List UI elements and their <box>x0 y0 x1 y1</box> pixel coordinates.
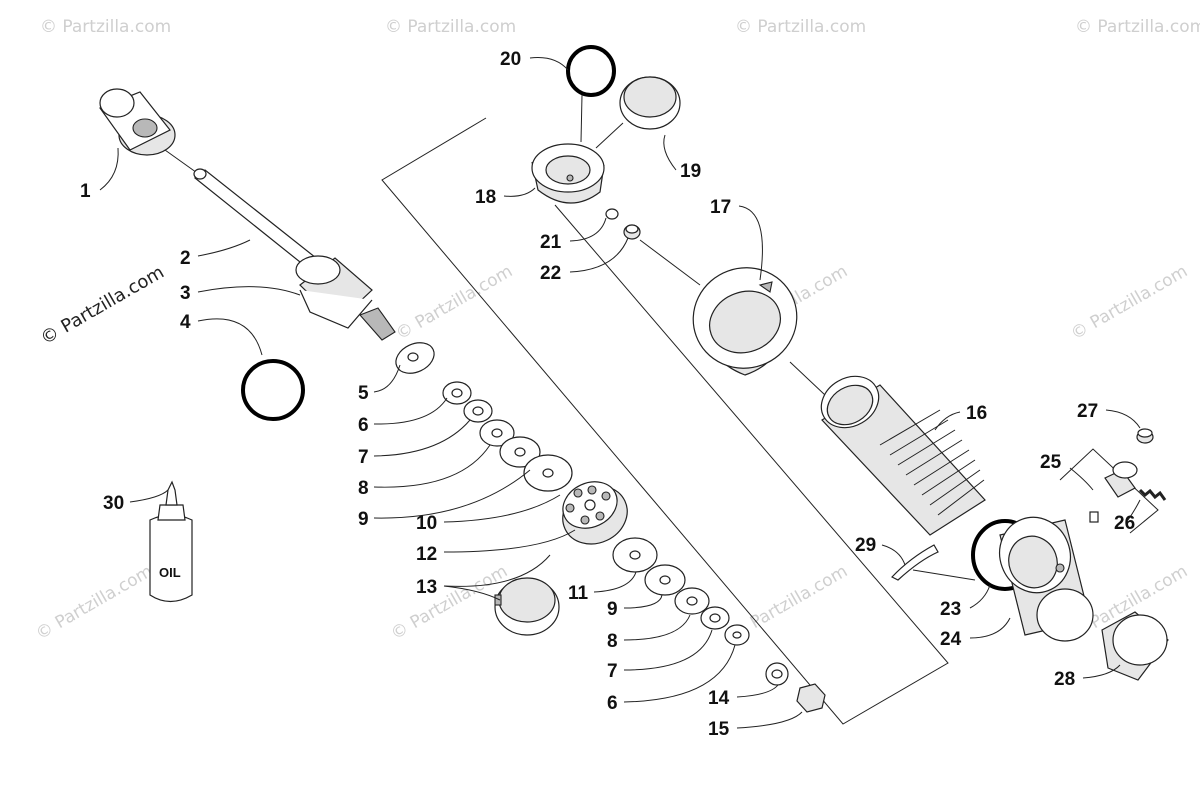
part-21-small-ring <box>605 208 619 220</box>
callout-8: 8 <box>358 478 369 499</box>
assembly-bracket-25 <box>1059 448 1159 534</box>
callout-3: 3 <box>180 283 191 304</box>
callout-10: 10 <box>416 513 437 534</box>
callout-20: 20 <box>500 49 521 70</box>
part-20-o-ring <box>566 45 616 97</box>
callout-9b: 9 <box>607 599 618 620</box>
assembly-bracket <box>381 117 949 725</box>
part-27-screw <box>1136 428 1154 444</box>
callout-26: 26 <box>1114 513 1135 534</box>
callout-17: 17 <box>710 197 731 218</box>
callout-6: 6 <box>358 415 369 436</box>
callout-1: 1 <box>80 181 91 202</box>
part-12-piston <box>562 481 628 545</box>
callout-11: 11 <box>568 583 589 604</box>
callout-8b: 8 <box>607 631 618 652</box>
watermark: © Partzilla.com <box>1075 17 1200 37</box>
watermark: © Partzilla.com <box>735 17 866 37</box>
callout-7b: 7 <box>607 661 618 682</box>
oil-label: OIL <box>159 565 181 580</box>
callout-23: 23 <box>940 599 961 620</box>
part-30-oil-bottle: OIL <box>149 480 193 603</box>
callout-22: 22 <box>540 263 561 284</box>
callout-27: 27 <box>1077 401 1098 422</box>
part-18-cap <box>531 143 605 204</box>
callout-14: 14 <box>708 688 730 709</box>
part-24-body <box>999 516 1094 642</box>
part-29-clip <box>891 544 939 581</box>
callout-21: 21 <box>540 232 562 253</box>
callout-13: 13 <box>416 577 437 598</box>
watermark: © Partzilla.com <box>388 561 512 644</box>
callout-5: 5 <box>358 383 369 404</box>
callout-30: 30 <box>103 493 124 514</box>
callout-18: 18 <box>475 187 496 208</box>
part-26-spring <box>1138 488 1167 501</box>
part-16-boot <box>820 375 986 536</box>
washer-stack-lower <box>612 537 789 686</box>
callout-15: 15 <box>708 719 730 740</box>
part-19-band <box>619 76 681 130</box>
part-17-spring-seat <box>692 267 798 376</box>
part-25-valve <box>1089 461 1138 523</box>
watermark: © Partzilla.com <box>33 561 157 644</box>
callout-29: 29 <box>855 535 876 556</box>
callout-6b: 6 <box>607 693 618 714</box>
watermark: © Partzilla.com <box>1068 261 1192 344</box>
watermark: © Partzilla.com <box>385 17 516 37</box>
callout-16: 16 <box>966 403 987 424</box>
part-3-shaft-head <box>295 255 396 341</box>
part-28-cap <box>1101 611 1169 681</box>
watermark: © Partzilla.com <box>40 17 171 37</box>
callout-12: 12 <box>416 544 437 565</box>
part-22-valve <box>623 224 641 240</box>
callout-4: 4 <box>180 312 191 333</box>
callouts: 1 2 3 4 5 6 7 8 9 10 12 13 11 9 8 7 6 14… <box>80 49 1135 740</box>
callout-24: 24 <box>940 629 962 650</box>
callout-7: 7 <box>358 447 369 468</box>
callout-28: 28 <box>1054 669 1075 690</box>
washer-stack-upper <box>395 342 573 492</box>
callout-19: 19 <box>680 161 701 182</box>
part-13-piston-band <box>494 577 560 636</box>
callout-9: 9 <box>358 509 369 530</box>
callout-25: 25 <box>1040 452 1062 473</box>
side-watermark: © Partzilla.com <box>37 262 168 350</box>
part-15-nut <box>796 683 826 713</box>
part-1-bushing <box>99 88 176 156</box>
part-4-o-ring <box>241 359 305 421</box>
watermark: © Partzilla.com <box>393 261 517 344</box>
leader-lines <box>99 57 1141 729</box>
callout-2: 2 <box>180 248 191 269</box>
